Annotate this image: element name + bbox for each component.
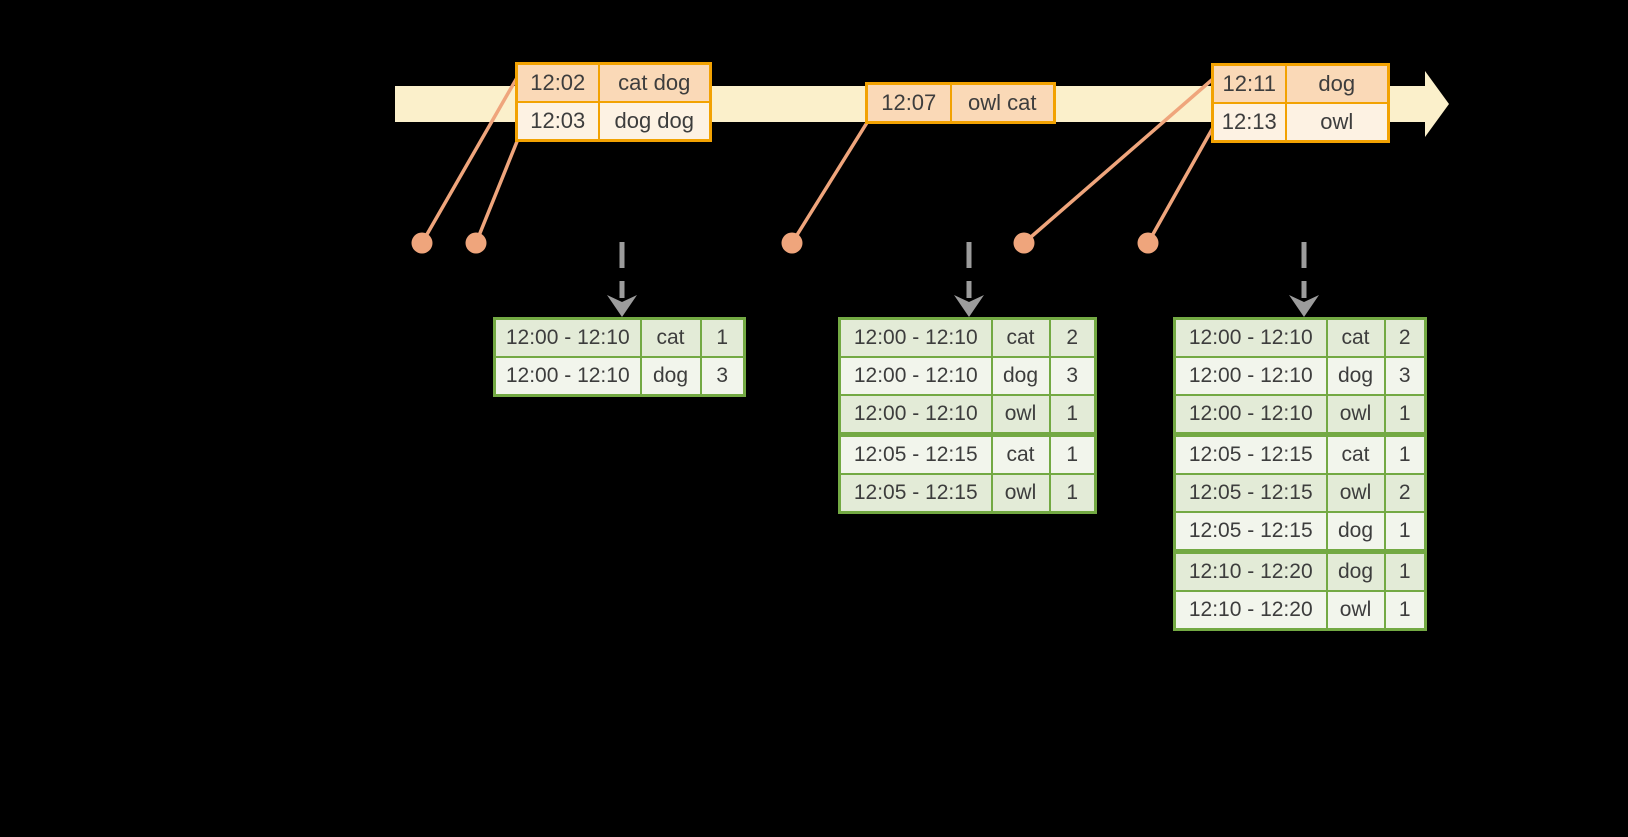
table-row: 12:02 cat dog xyxy=(515,62,712,103)
table-row: 12:05 - 12:15 dog 1 xyxy=(1173,511,1427,553)
word-cell: cat xyxy=(990,432,1051,475)
word-cell: dog xyxy=(1325,511,1386,553)
count-cell: 2 xyxy=(1383,473,1427,513)
connector-line xyxy=(420,75,520,244)
result-table-2: 12:00 - 12:10 cat 2 12:00 - 12:10 dog 3 … xyxy=(838,317,1097,514)
word-cell: dog xyxy=(990,356,1051,396)
result-table-3: 12:00 - 12:10 cat 2 12:00 - 12:10 dog 3 … xyxy=(1173,317,1427,631)
window-cell: 12:05 - 12:15 xyxy=(838,432,993,475)
table-row: 12:00 - 12:10 cat 2 xyxy=(838,317,1097,358)
word-cell: owl xyxy=(1325,394,1386,436)
event-dot xyxy=(465,232,487,254)
word-cell: cat xyxy=(1325,432,1386,475)
table-row: 12:10 - 12:20 dog 1 xyxy=(1173,549,1427,592)
connector-line xyxy=(790,120,870,244)
table-row: 12:11 dog xyxy=(1211,63,1390,104)
window-cell: 12:00 - 12:10 xyxy=(1173,394,1328,436)
table-row: 12:05 - 12:15 owl 1 xyxy=(838,473,1097,514)
word-cell: dog xyxy=(1325,356,1386,396)
window-cell: 12:10 - 12:20 xyxy=(1173,549,1328,592)
window-cell: 12:00 - 12:10 xyxy=(493,356,642,397)
event-time-cell: 12:02 xyxy=(515,62,600,103)
count-cell: 1 xyxy=(1048,473,1097,514)
count-cell: 1 xyxy=(1383,511,1427,553)
word-cell: cat xyxy=(639,317,702,358)
event-table-3: 12:11 dog 12:13 owl xyxy=(1211,63,1390,143)
count-cell: 1 xyxy=(1383,590,1427,631)
event-time-cell: 12:03 xyxy=(515,101,600,142)
word-cell: dog xyxy=(639,356,702,397)
count-cell: 1 xyxy=(1383,549,1427,592)
window-cell: 12:05 - 12:15 xyxy=(1173,432,1328,475)
table-row: 12:00 - 12:10 owl 1 xyxy=(1173,394,1427,436)
event-table-1: 12:02 cat dog 12:03 dog dog xyxy=(515,62,712,142)
window-cell: 12:05 - 12:15 xyxy=(1173,511,1328,553)
table-row: 12:13 owl xyxy=(1211,102,1390,143)
count-cell: 2 xyxy=(1048,317,1097,358)
table-row: 12:00 - 12:10 dog 3 xyxy=(493,356,746,397)
window-cell: 12:00 - 12:10 xyxy=(838,317,993,358)
connector-line xyxy=(1022,76,1216,245)
trigger-arrowhead-icon xyxy=(954,295,984,317)
word-cell: owl xyxy=(1325,473,1386,513)
table-row: 12:07 owl cat xyxy=(865,82,1056,124)
window-cell: 12:00 - 12:10 xyxy=(1173,317,1328,358)
event-dot xyxy=(411,232,433,254)
connector-line xyxy=(1146,123,1217,244)
count-cell: 1 xyxy=(1048,432,1097,475)
count-cell: 1 xyxy=(1383,394,1427,436)
word-cell: cat xyxy=(990,317,1051,358)
table-row: 12:00 - 12:10 dog 3 xyxy=(838,356,1097,396)
window-cell: 12:00 - 12:10 xyxy=(493,317,642,358)
connector-line xyxy=(474,138,520,244)
timeline-arrowhead-icon xyxy=(1425,71,1449,137)
event-time-cell: 12:11 xyxy=(1211,63,1287,104)
count-cell: 1 xyxy=(1048,394,1097,436)
table-row: 12:10 - 12:20 owl 1 xyxy=(1173,590,1427,631)
count-cell: 3 xyxy=(1048,356,1097,396)
table-row: 12:05 - 12:15 owl 2 xyxy=(1173,473,1427,513)
event-table-2: 12:07 owl cat xyxy=(865,82,1056,124)
event-words-cell: owl xyxy=(1284,102,1390,143)
word-cell: owl xyxy=(1325,590,1386,631)
window-cell: 12:05 - 12:15 xyxy=(838,473,993,514)
trigger-arrowhead-icon xyxy=(1289,295,1319,317)
window-cell: 12:00 - 12:10 xyxy=(1173,356,1328,396)
event-words-cell: dog dog xyxy=(597,101,712,142)
word-cell: dog xyxy=(1325,549,1386,592)
count-cell: 1 xyxy=(1383,432,1427,475)
word-cell: cat xyxy=(1325,317,1386,358)
table-row: 12:03 dog dog xyxy=(515,101,712,142)
word-cell: owl xyxy=(990,473,1051,514)
event-dot xyxy=(1137,232,1159,254)
count-cell: 2 xyxy=(1383,317,1427,358)
event-time-cell: 12:07 xyxy=(865,82,952,124)
window-cell: 12:00 - 12:10 xyxy=(838,394,993,436)
word-cell: owl xyxy=(990,394,1051,436)
count-cell: 3 xyxy=(699,356,746,397)
event-words-cell: cat dog xyxy=(597,62,712,103)
event-time-cell: 12:13 xyxy=(1211,102,1287,143)
result-table-1: 12:00 - 12:10 cat 1 12:00 - 12:10 dog 3 xyxy=(493,317,746,397)
event-dot xyxy=(781,232,803,254)
window-cell: 12:05 - 12:15 xyxy=(1173,473,1328,513)
count-cell: 1 xyxy=(699,317,746,358)
event-words-cell: owl cat xyxy=(949,82,1056,124)
table-row: 12:00 - 12:10 owl 1 xyxy=(838,394,1097,436)
table-row: 12:00 - 12:10 dog 3 xyxy=(1173,356,1427,396)
event-words-cell: dog xyxy=(1284,63,1390,104)
trigger-arrowhead-icon xyxy=(607,295,637,317)
table-row: 12:00 - 12:10 cat 2 xyxy=(1173,317,1427,358)
window-cell: 12:00 - 12:10 xyxy=(838,356,993,396)
table-row: 12:05 - 12:15 cat 1 xyxy=(1173,432,1427,475)
table-row: 12:05 - 12:15 cat 1 xyxy=(838,432,1097,475)
count-cell: 3 xyxy=(1383,356,1427,396)
table-row: 12:00 - 12:10 cat 1 xyxy=(493,317,746,358)
window-cell: 12:10 - 12:20 xyxy=(1173,590,1328,631)
event-dot xyxy=(1013,232,1035,254)
